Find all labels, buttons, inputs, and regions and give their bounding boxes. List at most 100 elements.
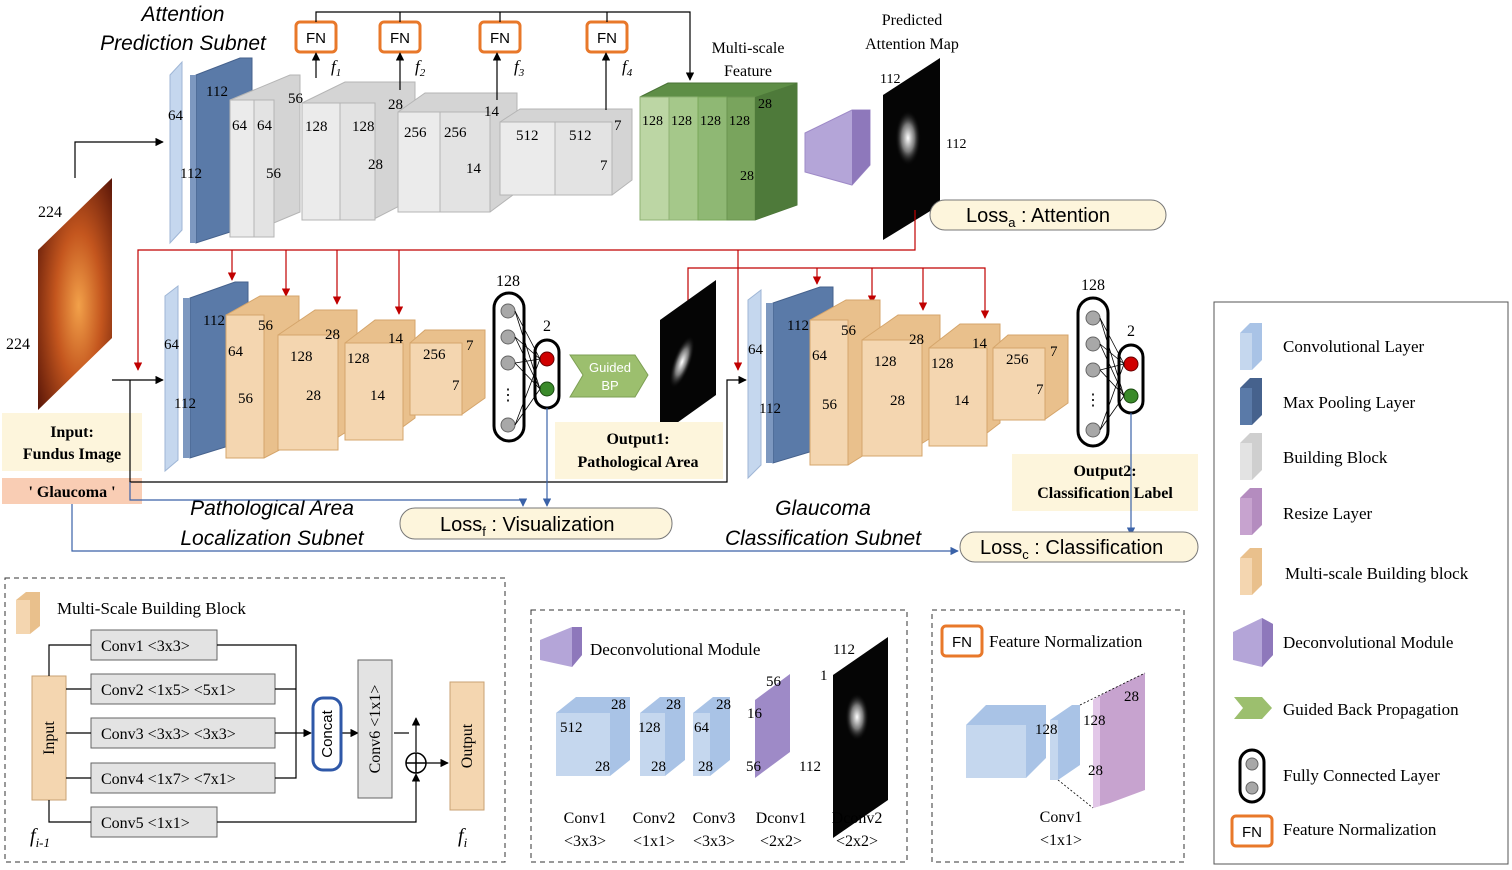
loss-visualization-label: Lossf : Visualization	[440, 514, 614, 539]
legend-item-pool: Max Pooling Layer	[1283, 393, 1416, 412]
num: 64	[812, 348, 828, 364]
ellipsis: ⋮	[500, 387, 516, 404]
legend-item-resize: Resize Layer	[1283, 504, 1373, 523]
attention-blob	[895, 110, 921, 166]
num: 28	[651, 759, 666, 775]
localization-subnet-title-2: Localization Subnet	[180, 527, 364, 550]
guided-bp-arrow	[569, 354, 649, 398]
deconv-title: Deconvolutional Module	[590, 640, 760, 659]
num: 56	[266, 166, 282, 182]
num: 1	[820, 668, 828, 684]
glaucoma-label: ' Glaucoma '	[28, 484, 115, 501]
output1-guide-arrow	[687, 267, 990, 319]
caption: Conv1	[564, 810, 607, 827]
classification-subnet-title: Glaucoma	[775, 497, 871, 520]
num: 56	[841, 323, 857, 339]
legend-pool-icon	[1240, 378, 1262, 425]
output1-label: Output1:	[606, 431, 669, 448]
num: 7	[600, 158, 608, 174]
num: 28	[595, 759, 610, 775]
num: 64	[228, 344, 244, 360]
fn-label: FN	[597, 30, 617, 47]
f1-label: f1	[331, 57, 341, 79]
loss-attention-box	[929, 199, 1167, 231]
num: 256	[404, 125, 427, 141]
legend-fc-icon	[1238, 748, 1266, 804]
num: 56	[746, 759, 762, 775]
fn-panel-icon	[940, 624, 984, 658]
caption: <2x2>	[760, 833, 802, 850]
output1-blob	[669, 335, 695, 389]
loc-output-green	[539, 381, 555, 397]
attention-guide-arrow-loc	[133, 210, 916, 371]
legend-item-fn: Feature Normalization	[1283, 820, 1437, 839]
msb-output-box	[449, 681, 485, 811]
num: 128	[700, 114, 721, 129]
legend-ms-icon	[1240, 548, 1262, 595]
num: 14	[370, 388, 386, 404]
num: 128	[638, 720, 661, 736]
num: 128	[671, 114, 692, 129]
multiscale-feature-title-2: Feature	[724, 63, 772, 80]
num: 64	[748, 342, 764, 358]
legend-conv-icon	[1240, 323, 1262, 370]
input-dim-left: 224	[6, 336, 30, 353]
attention-subnet-title-2: Prediction Subnet	[100, 32, 267, 55]
caption: <3x3>	[564, 833, 606, 850]
deconv-panel	[530, 609, 908, 863]
deconv-conv3-block	[693, 697, 730, 776]
legend-fn-icon	[1230, 814, 1274, 848]
num: 256	[423, 347, 446, 363]
msb-legend-icon-front	[16, 600, 30, 634]
num: 64	[168, 108, 184, 124]
loc-fc-nodes	[500, 303, 516, 433]
input-to-classification-arrow	[129, 375, 747, 483]
fn-conv-block	[1050, 705, 1080, 780]
fn-caption: Conv1	[1040, 809, 1083, 826]
loc-fc-layer-2	[533, 338, 561, 410]
num: 14	[388, 331, 404, 347]
msb-conv5-label: Conv5 <1x1>	[101, 815, 190, 832]
caption: Dconv2	[832, 810, 883, 827]
caption: Dconv1	[756, 810, 807, 827]
fn-connector-line	[315, 11, 695, 81]
num: 112	[787, 318, 809, 334]
glaucoma-label-box	[2, 478, 142, 504]
fn-label: FN	[490, 30, 510, 47]
fn-label: FN	[306, 30, 326, 47]
num: 64	[257, 118, 273, 134]
input-dim-top: 224	[38, 204, 62, 221]
num: 512	[560, 720, 583, 736]
legend-item-ms: Multi-scale Building block	[1285, 564, 1469, 583]
num: 128	[931, 356, 954, 372]
num: 128	[496, 273, 520, 290]
num: 112	[946, 137, 966, 152]
cls-pool-front	[766, 303, 773, 463]
num: 7	[1050, 344, 1058, 360]
num: 112	[174, 396, 196, 412]
ellipsis: ⋮	[1085, 392, 1101, 409]
fn-panel	[931, 609, 1185, 863]
msb-conv6-label: Conv6 <1x1>	[367, 685, 384, 774]
f-i-minus-1-label: fi-1	[30, 825, 50, 850]
legend-deconv-icon	[1233, 618, 1273, 667]
fn-panel-title: Feature Normalization	[989, 632, 1143, 651]
num: 128	[1035, 722, 1058, 738]
loc-conv-layer	[164, 284, 179, 473]
legend-guided-icon	[1234, 697, 1272, 719]
num: 28	[368, 157, 383, 173]
multiscale-feature-block	[639, 82, 798, 221]
num: 128	[290, 349, 313, 365]
predicted-map-title-2: Attention Map	[865, 36, 959, 53]
fn-label: FN	[1242, 824, 1262, 841]
loss-attention-label: Lossa : Attention	[966, 205, 1110, 230]
caption: <3x3>	[693, 833, 735, 850]
localization-subnet-title: Pathological Area	[190, 497, 354, 520]
fn-input-block	[966, 705, 1046, 778]
loc-ms-block-2	[277, 309, 358, 451]
msb-output-label: Output	[459, 723, 476, 768]
attn-building-block-2	[301, 81, 416, 221]
fn-projection-lines	[1057, 672, 1146, 809]
input-label: Input:	[50, 424, 94, 441]
